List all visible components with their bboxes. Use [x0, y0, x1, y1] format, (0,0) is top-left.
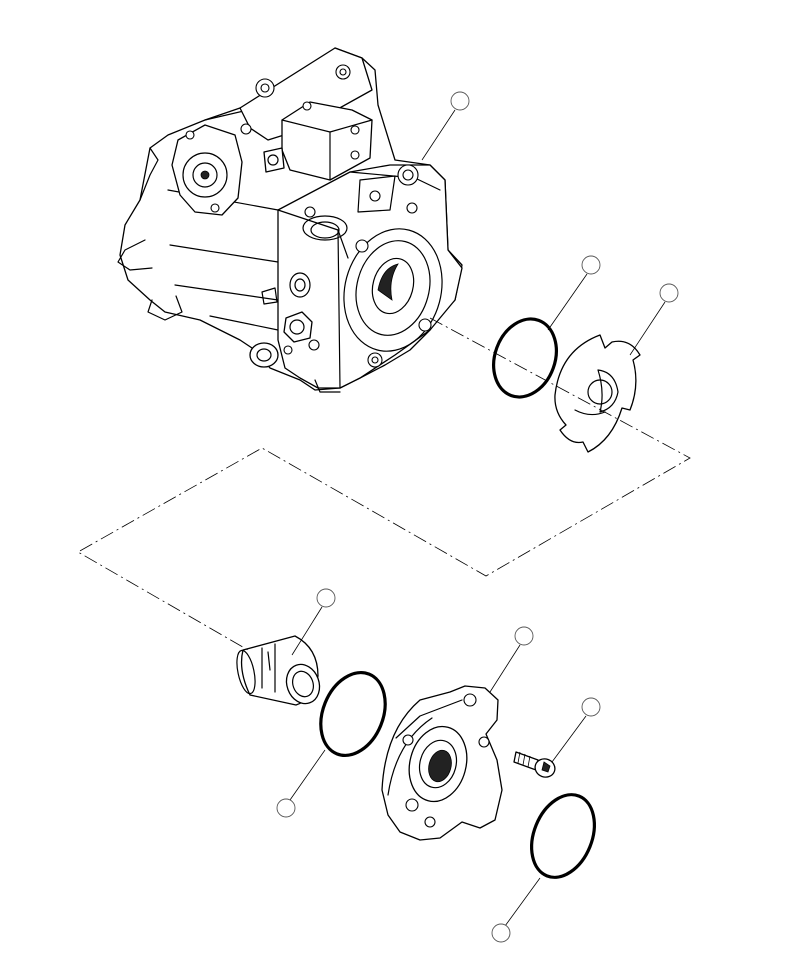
- leader-lines: [289, 109, 666, 927]
- hydraulic-pump-assembly: [117, 47, 463, 393]
- callout-gasket-plate: [659, 283, 679, 303]
- coupling-sleeve: [236, 635, 321, 706]
- assembly-centerlines: [77, 317, 691, 651]
- gasket-plate: [554, 334, 641, 453]
- o-ring-upper: [492, 317, 558, 399]
- callouts: [276, 91, 679, 943]
- callout-coupling: [316, 588, 336, 608]
- socket-head-screw: [513, 751, 556, 778]
- callout-screw: [581, 697, 601, 717]
- callout-pump-assembly: [450, 91, 470, 111]
- adapter-flange: [381, 685, 503, 841]
- callout-oring-lower: [491, 923, 511, 943]
- o-ring-lower: [530, 793, 596, 879]
- callout-oring-middle: [276, 798, 296, 818]
- callout-oring-upper: [581, 255, 601, 275]
- o-ring-middle: [319, 670, 387, 758]
- callout-adapter-flange: [514, 626, 534, 646]
